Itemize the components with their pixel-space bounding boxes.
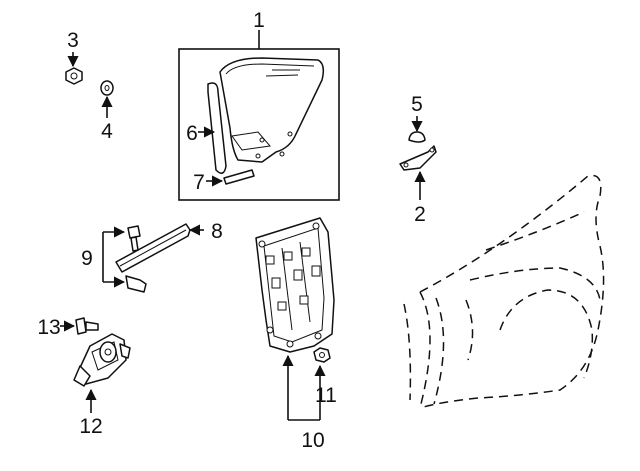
bolt-head-upper	[127, 225, 141, 239]
bracket-hole	[429, 147, 435, 153]
callout-12: 12	[79, 415, 102, 438]
part-13-bolt-group[interactable]: 13	[37, 316, 99, 339]
part-6-weatherstrip-group[interactable]: 6	[186, 82, 227, 174]
part-7-seal-group[interactable]: 7	[193, 169, 255, 194]
callout-6: 6	[186, 122, 198, 145]
regulator-hole	[286, 340, 294, 348]
motor-end	[73, 365, 91, 387]
wheel-arch-top	[469, 267, 601, 301]
wheel-arch	[499, 289, 594, 379]
callout-10: 10	[301, 429, 324, 452]
motor-bolt-head	[75, 317, 87, 335]
nut	[65, 67, 83, 85]
regulator-hole	[312, 222, 320, 230]
quarter-panel-crease	[465, 299, 474, 361]
part-11-nut-group[interactable]: 11	[313, 347, 337, 420]
rail-edge	[119, 229, 187, 267]
motor-gear-shaft	[104, 348, 112, 356]
regulator-hole	[258, 240, 266, 248]
motor-bolt-shank	[85, 321, 99, 331]
glass-hole	[255, 153, 261, 159]
callout-9: 9	[81, 247, 93, 270]
part-2-bracket-group[interactable]: 2	[399, 145, 437, 226]
regulator-slot	[299, 295, 309, 305]
part-8-guide-rail-group[interactable]: 8	[115, 220, 223, 273]
part-3-nut-group[interactable]: 3	[65, 29, 83, 85]
regulator-nut	[313, 347, 331, 363]
regulator-slot	[293, 269, 303, 281]
door-rear-edge	[403, 303, 412, 401]
washer-hole	[104, 85, 110, 91]
callout-1: 1	[253, 9, 265, 32]
seal-strip	[223, 169, 255, 185]
regulator-nut-bore	[319, 352, 325, 358]
regulator-slot	[271, 277, 281, 289]
regulator-hole	[266, 326, 274, 334]
quarter-panel-outline	[403, 174, 605, 409]
callout-11: 11	[315, 384, 337, 407]
part-12-motor-group[interactable]: 12	[73, 333, 131, 438]
weatherstrip	[207, 82, 227, 174]
regulator-panel	[255, 217, 335, 353]
motor-gear-cap	[99, 341, 117, 363]
bolt-shank-upper	[130, 236, 139, 252]
glass-hole	[287, 131, 293, 137]
callout-8: 8	[211, 220, 223, 243]
quarter-panel-door-edge	[419, 291, 431, 409]
callout-2: 2	[414, 203, 426, 226]
regulator-slot	[283, 251, 293, 261]
glass-hole	[279, 151, 285, 157]
washer	[100, 80, 114, 96]
clip	[408, 131, 426, 143]
regulator-slot	[301, 247, 311, 257]
bracket	[399, 145, 437, 171]
callout-5: 5	[411, 93, 423, 116]
part-5-clip-group[interactable]: 5	[408, 93, 426, 143]
regulator-slot	[277, 301, 287, 311]
callout-7: 7	[193, 171, 205, 194]
glass-glare	[265, 74, 299, 77]
glass-bracket	[231, 131, 271, 151]
part-10-regulator-group[interactable]: 10	[255, 217, 335, 452]
quarter-panel-belt-line	[485, 211, 585, 251]
regulator-rib	[281, 247, 293, 331]
motor-connector	[119, 343, 131, 359]
bolt-lower	[125, 275, 147, 293]
nut-bore	[70, 72, 78, 80]
regulator-slot	[311, 265, 321, 277]
callout-13: 13	[37, 316, 60, 339]
quarter-panel-inner-edge	[433, 297, 445, 405]
regulator-slot	[265, 255, 275, 265]
callout-3: 3	[67, 29, 79, 52]
part-9-bolts-group[interactable]: 9	[81, 225, 147, 293]
glass-edge-line	[225, 63, 315, 75]
bracket-hole	[403, 162, 409, 168]
part-1-quarter-glass-group[interactable]: 1	[178, 9, 340, 201]
part-4-washer-group[interactable]: 4	[100, 80, 114, 143]
glass-hole	[259, 137, 265, 143]
callout-4: 4	[101, 120, 113, 143]
quarter-panel-upper-edge	[419, 174, 605, 409]
quarter-glass	[219, 57, 325, 163]
regulator-hole	[314, 332, 322, 340]
